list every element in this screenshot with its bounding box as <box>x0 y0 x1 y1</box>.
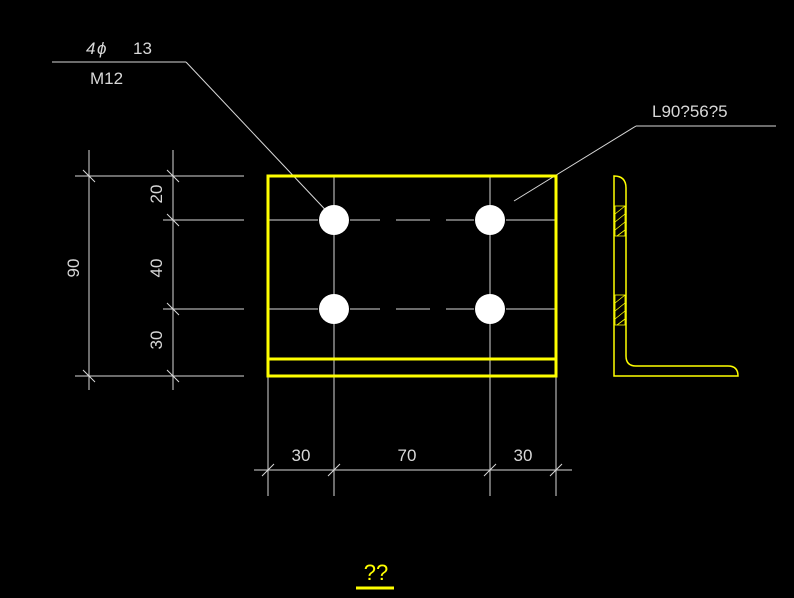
dim-h-30-left: 30 <box>292 446 311 465</box>
dim-v-20: 20 <box>147 185 166 204</box>
dim-total-90: 90 <box>64 259 83 278</box>
bolt-hole <box>319 294 349 324</box>
bolt-phi-symbol: ϕ <box>97 39 106 58</box>
angle-plate-front-view <box>266 174 558 378</box>
dim-v-30: 30 <box>147 331 166 350</box>
dim-v-40: 40 <box>147 259 166 278</box>
angle-section-profile <box>613 175 739 377</box>
angle-section-label: L90?56?5 <box>652 102 728 121</box>
bolt-hole <box>475 205 505 235</box>
bolt-size-label: M12 <box>90 69 123 88</box>
bolt-hole <box>475 294 505 324</box>
angle-callout: L90?56?5 <box>513 102 776 202</box>
caption-text: ?? <box>364 560 388 585</box>
dim-h-30-right: 30 <box>514 446 533 465</box>
drawing-caption: ?? <box>356 560 394 590</box>
bolt-hole <box>319 205 349 235</box>
bolt-count-label: 4 <box>86 39 95 58</box>
section-hatch <box>614 294 626 326</box>
horizontal-dimensions: 30 70 30 <box>254 376 572 496</box>
dim-h-70: 70 <box>398 446 417 465</box>
bolt-callout: 4 ϕ 13 M12 <box>52 39 336 221</box>
bolt-holes <box>319 205 505 324</box>
section-hatch <box>614 205 626 237</box>
bolt-diameter-label: 13 <box>133 39 152 58</box>
vertical-dimensions: 90 20 40 30 <box>64 150 244 390</box>
